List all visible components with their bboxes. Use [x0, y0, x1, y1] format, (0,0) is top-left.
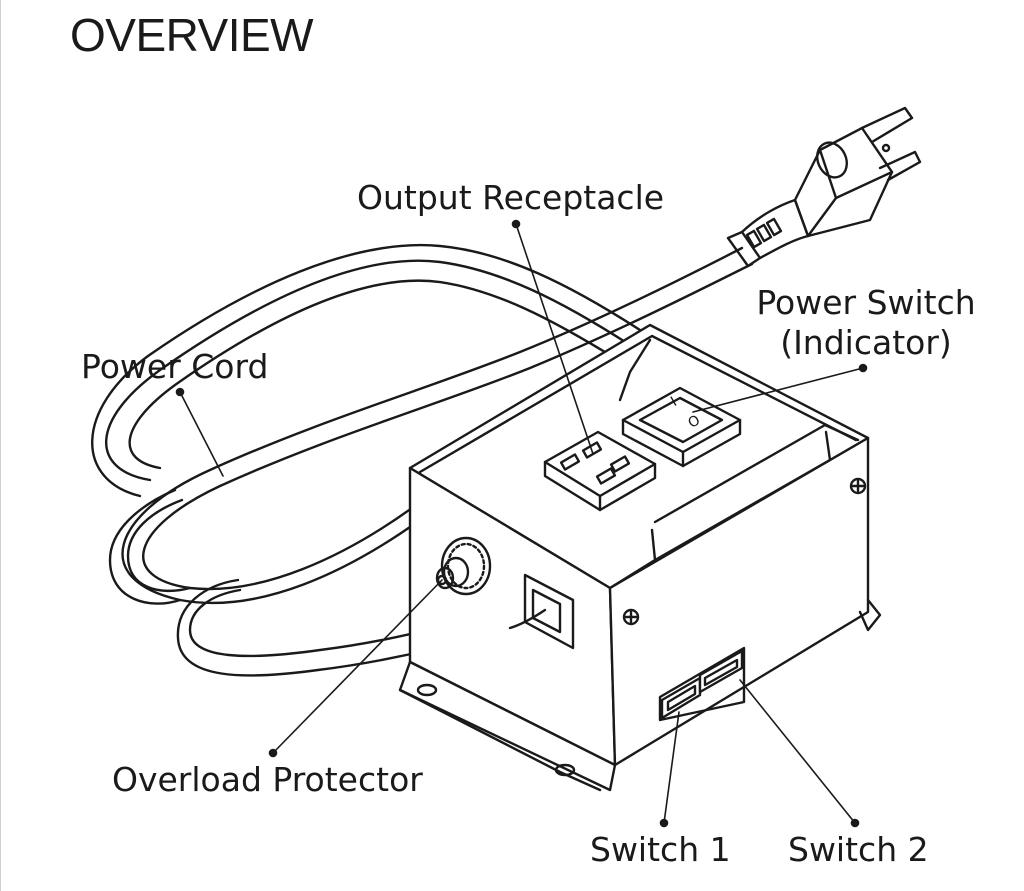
side-switches [658, 646, 746, 722]
transformer-box [398, 323, 882, 792]
power-switch [621, 386, 742, 468]
label-power-switch-line1: Power Switch [756, 283, 976, 322]
label-power-switch-line2: (Indicator) [780, 322, 952, 362]
label-switch-1: Switch 1 [590, 830, 731, 869]
label-power-cord: Power Cord [81, 347, 269, 386]
label-output-receptacle: Output Receptacle [357, 178, 665, 217]
power-plug [726, 106, 922, 268]
leader-lines [175, 219, 868, 828]
cord-grommet [508, 573, 575, 650]
label-power-switch: Power Switch (Indicator) [750, 283, 982, 362]
page-title: OVERVIEW [70, 9, 314, 61]
label-overload-protector: Overload Protector [112, 760, 423, 799]
page-border [0, 0, 1, 891]
output-receptacle [543, 430, 657, 512]
label-switch-2: Switch 2 [788, 830, 929, 869]
overload-protector [435, 536, 492, 596]
